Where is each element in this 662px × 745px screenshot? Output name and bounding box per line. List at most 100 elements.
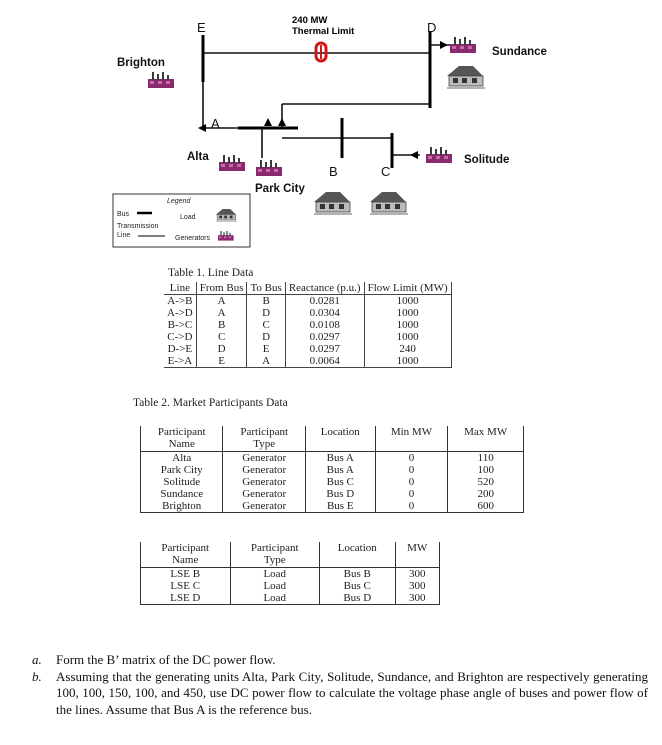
table-cell: C->D [167, 331, 193, 343]
table-cell: C [195, 331, 247, 343]
table-cell: 240 [363, 343, 452, 355]
table1-caption: Table 1. Line Data [168, 267, 254, 279]
table-cell: Bus D [304, 488, 376, 500]
alta-label: Alta [187, 151, 209, 163]
table-cell: Generator [222, 451, 306, 464]
table-cell: 110 [447, 451, 524, 464]
table-cell: 1000 [363, 319, 452, 331]
load-c-house-icon [369, 191, 409, 215]
table-cell: A->B [167, 295, 193, 307]
table-cell: 600 [447, 500, 524, 513]
col-header-line: Participant [161, 542, 210, 554]
question-list: a.Form the B’ matrix of the DC power flo… [28, 652, 648, 718]
table-cell: Bus D [319, 592, 395, 605]
table-cell: Generator [222, 500, 306, 513]
col-header-line: Name [172, 554, 199, 566]
park-city-label: Park City [255, 183, 305, 195]
table-cell: 0.0297 [284, 343, 365, 355]
table-cell: 300 [394, 580, 440, 592]
table-cell: Sundance [139, 488, 223, 500]
table-cell: 520 [447, 476, 524, 488]
table-cell: D [195, 343, 247, 355]
table-cell: 0.0297 [284, 331, 365, 343]
col-header: Location [319, 542, 395, 568]
col-header: Location [304, 426, 376, 452]
table-cell: Generator [222, 488, 306, 500]
col-header-line: Type [263, 554, 286, 566]
table-cell: B [195, 319, 247, 331]
table-cell: 0.0281 [284, 294, 365, 307]
table-cell: B [246, 294, 286, 307]
col-header-line: Name [168, 438, 195, 450]
breaker-icon [314, 41, 328, 63]
table-cell: D->E [167, 343, 193, 355]
table-cell: B->C [167, 319, 193, 331]
table-cell: Load [229, 567, 320, 580]
table-cell: LSE D [140, 592, 230, 605]
alta-generator-icon [219, 155, 245, 171]
table-cell: E [195, 355, 247, 368]
legend-box: Legend Bus Load Transmission Line Genera… [112, 193, 251, 248]
table-cell: Bus C [304, 476, 376, 488]
table-cell: 0 [374, 476, 448, 488]
brighton-generator-icon [148, 72, 174, 88]
legend-bus: Bus [117, 211, 130, 218]
question-label: b. [32, 668, 42, 684]
bus-label-c: C [381, 164, 390, 179]
table-cell: Alta [139, 451, 223, 464]
col-header-line: Participant [240, 426, 289, 438]
sundance-generator-icon [450, 37, 476, 53]
table-cell: D [246, 307, 286, 319]
table-cell: LSE B [140, 567, 230, 580]
table-cell: 100 [447, 464, 524, 476]
question-text: Assuming that the generating units Alta,… [56, 668, 648, 717]
load-d-house-icon [446, 65, 486, 89]
legend-transmission: Transmission [117, 223, 158, 230]
table-cell: 0.0304 [284, 307, 365, 319]
col-header-line: Participant [157, 426, 206, 438]
question-b: b. Assuming that the generating units Alt… [28, 669, 648, 719]
park-city-generator-icon [256, 160, 282, 176]
bus-label-e: E [197, 20, 206, 35]
table-cell: Bus C [319, 580, 395, 592]
buses [201, 32, 432, 168]
table-cell: 0 [374, 451, 448, 464]
table2-caption: Table 2. Market Participants Data [133, 397, 288, 409]
table-cell: Generator [222, 464, 306, 476]
table-cell: 300 [394, 592, 440, 605]
table-cell: 1000 [363, 355, 452, 368]
table-cell: Bus A [304, 464, 376, 476]
sundance-label: Sundance [492, 46, 547, 58]
solitude-label: Solitude [464, 154, 509, 166]
flow-arrows [198, 41, 448, 159]
col-header: Max MW [447, 426, 524, 452]
table-cell: 1000 [363, 294, 452, 307]
table-cell: 300 [394, 567, 440, 580]
table-cell: E->A [164, 355, 197, 368]
col-header: MW [394, 542, 440, 568]
table-cell: 0 [374, 488, 448, 500]
table-cell: 0 [374, 464, 448, 476]
table-cell: Park City [139, 464, 223, 476]
thermal-limit-value: 240 MW [292, 15, 327, 26]
question-label: a. [32, 652, 42, 667]
table-cell: 0 [374, 500, 448, 513]
solitude-generator-icon [426, 147, 452, 163]
table-cell: 0.0064 [284, 355, 365, 368]
load-b-house-icon [313, 191, 353, 215]
table-cell: D [246, 331, 286, 343]
col-header-line: Participant [250, 542, 299, 554]
